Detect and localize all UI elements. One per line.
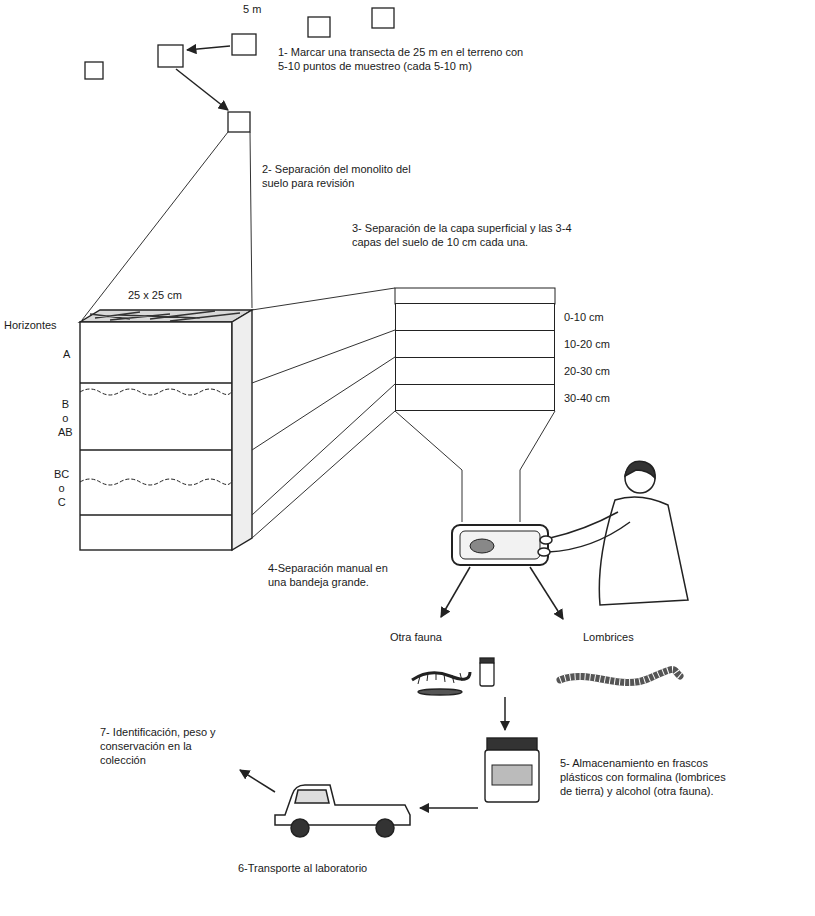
other-fauna: [418, 672, 462, 684]
axis-title: Horizontes: [4, 319, 57, 333]
funnel-line: [395, 411, 462, 522]
step-caption: 1- Marcar una transecta de 25 m en el te…: [278, 46, 536, 74]
horizon-label: BC o C: [54, 468, 69, 509]
person-figure: [538, 461, 688, 605]
dimension-label: 25 x 25 cm: [128, 289, 182, 303]
flow-arrow: [504, 697, 506, 730]
funnel-line: [520, 411, 555, 522]
soil-monolith: [90, 311, 240, 321]
leader-line: [82, 132, 228, 320]
sampling-point: [308, 17, 330, 37]
soil-monolith: [80, 322, 232, 550]
litter-layer: [395, 288, 555, 304]
funnel-line: [395, 411, 555, 522]
category-label: Otra fauna: [390, 631, 442, 645]
pickup-truck: [275, 785, 410, 825]
step-caption: 5- Almacenamiento en frascos plásticos c…: [560, 757, 738, 798]
flow-arrow: [240, 770, 275, 792]
person-figure: [548, 522, 630, 552]
sampling-point: [232, 34, 256, 55]
person-figure: [540, 536, 552, 544]
litter-layer: [395, 288, 555, 304]
horizon-label: B o AB: [58, 398, 73, 439]
other-fauna: [480, 658, 494, 663]
sampling-point: [85, 62, 103, 79]
flow-arrow: [240, 567, 563, 808]
person-figure: [538, 548, 550, 556]
step-caption: 2- Separación del monolito del suelo par…: [262, 163, 412, 191]
sorting-tray: [470, 539, 494, 553]
earthworm: [560, 669, 680, 682]
earthworm: [560, 669, 680, 682]
other-fauna: [412, 658, 494, 695]
flow-arrow: [441, 567, 470, 617]
person-figure: [599, 497, 688, 605]
leader-line: [82, 132, 252, 320]
pickup-truck: [376, 819, 394, 837]
depth-label: 10-20 cm: [564, 338, 610, 350]
soil-monolith: [232, 310, 252, 550]
perspective-line: [252, 384, 395, 515]
soil-layer-band: 20-30 cm: [395, 357, 555, 385]
sorting-tray: [452, 525, 548, 565]
transect-arrow: [176, 46, 230, 110]
sorting-tray: [452, 525, 548, 565]
specimen-jar: [487, 738, 537, 750]
transect-arrow: [176, 69, 228, 110]
sorting-tray: [460, 531, 540, 559]
depth-label: 20-30 cm: [564, 365, 610, 377]
person-figure: [625, 461, 655, 478]
soil-monolith: [80, 479, 232, 485]
depth-label: 0-10 cm: [564, 311, 604, 323]
horizon-label: A: [63, 348, 70, 362]
step-caption: 6-Transporte al laboratorio: [238, 862, 367, 876]
transect-arrow: [187, 46, 230, 50]
soil-monolith: [80, 310, 252, 550]
soil-layer-band: 0-10 cm: [395, 303, 555, 331]
perspective-line: [252, 288, 395, 538]
pickup-truck: [295, 790, 329, 803]
soil-monolith: [80, 310, 252, 322]
leader-line: [250, 132, 252, 308]
step-caption: 3- Separación de la capa superficial y l…: [352, 222, 587, 250]
other-fauna: [418, 689, 462, 695]
step-caption: 4-Separación manual en una bandeja grand…: [268, 562, 408, 590]
depth-label: 30-40 cm: [564, 392, 610, 404]
pickup-truck: [275, 785, 410, 837]
step-caption: 7- Identificación, peso y conservación e…: [100, 726, 230, 767]
perspective-line: [252, 411, 395, 538]
dimension-label: 5 m: [243, 3, 261, 17]
flow-arrow: [530, 567, 563, 619]
category-label: Lombrices: [583, 631, 634, 645]
flow-arrow: [420, 807, 478, 809]
earthworm: [560, 669, 680, 682]
soil-layer-band: 10-20 cm: [395, 330, 555, 358]
perspective-line: [252, 330, 395, 383]
soil-layer-band: 30-40 cm: [395, 384, 555, 411]
soil-monolith: [80, 389, 232, 395]
specimen-jar: [485, 738, 539, 802]
other-fauna: [480, 662, 494, 686]
sampling-point: [372, 8, 394, 28]
sampling-point: [228, 112, 250, 132]
perspective-line: [252, 288, 395, 310]
specimen-jar: [492, 765, 532, 785]
specimen-jar: [485, 750, 539, 802]
pickup-truck: [291, 819, 309, 837]
soil-monolith: [80, 383, 232, 515]
sampling-point: [158, 45, 183, 67]
person-figure: [550, 512, 618, 538]
